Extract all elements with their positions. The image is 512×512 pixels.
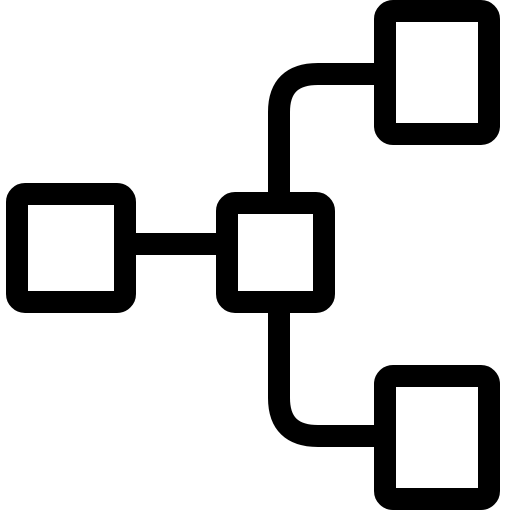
nodes: [6, 0, 500, 510]
connector-center-bottom: [268, 306, 386, 447]
connectors: [126, 63, 386, 447]
node-center: [216, 192, 335, 313]
node-bottom-right: [374, 365, 500, 510]
connector-center-top: [268, 63, 386, 204]
node-left: [6, 183, 136, 313]
node-top-right: [374, 0, 500, 145]
